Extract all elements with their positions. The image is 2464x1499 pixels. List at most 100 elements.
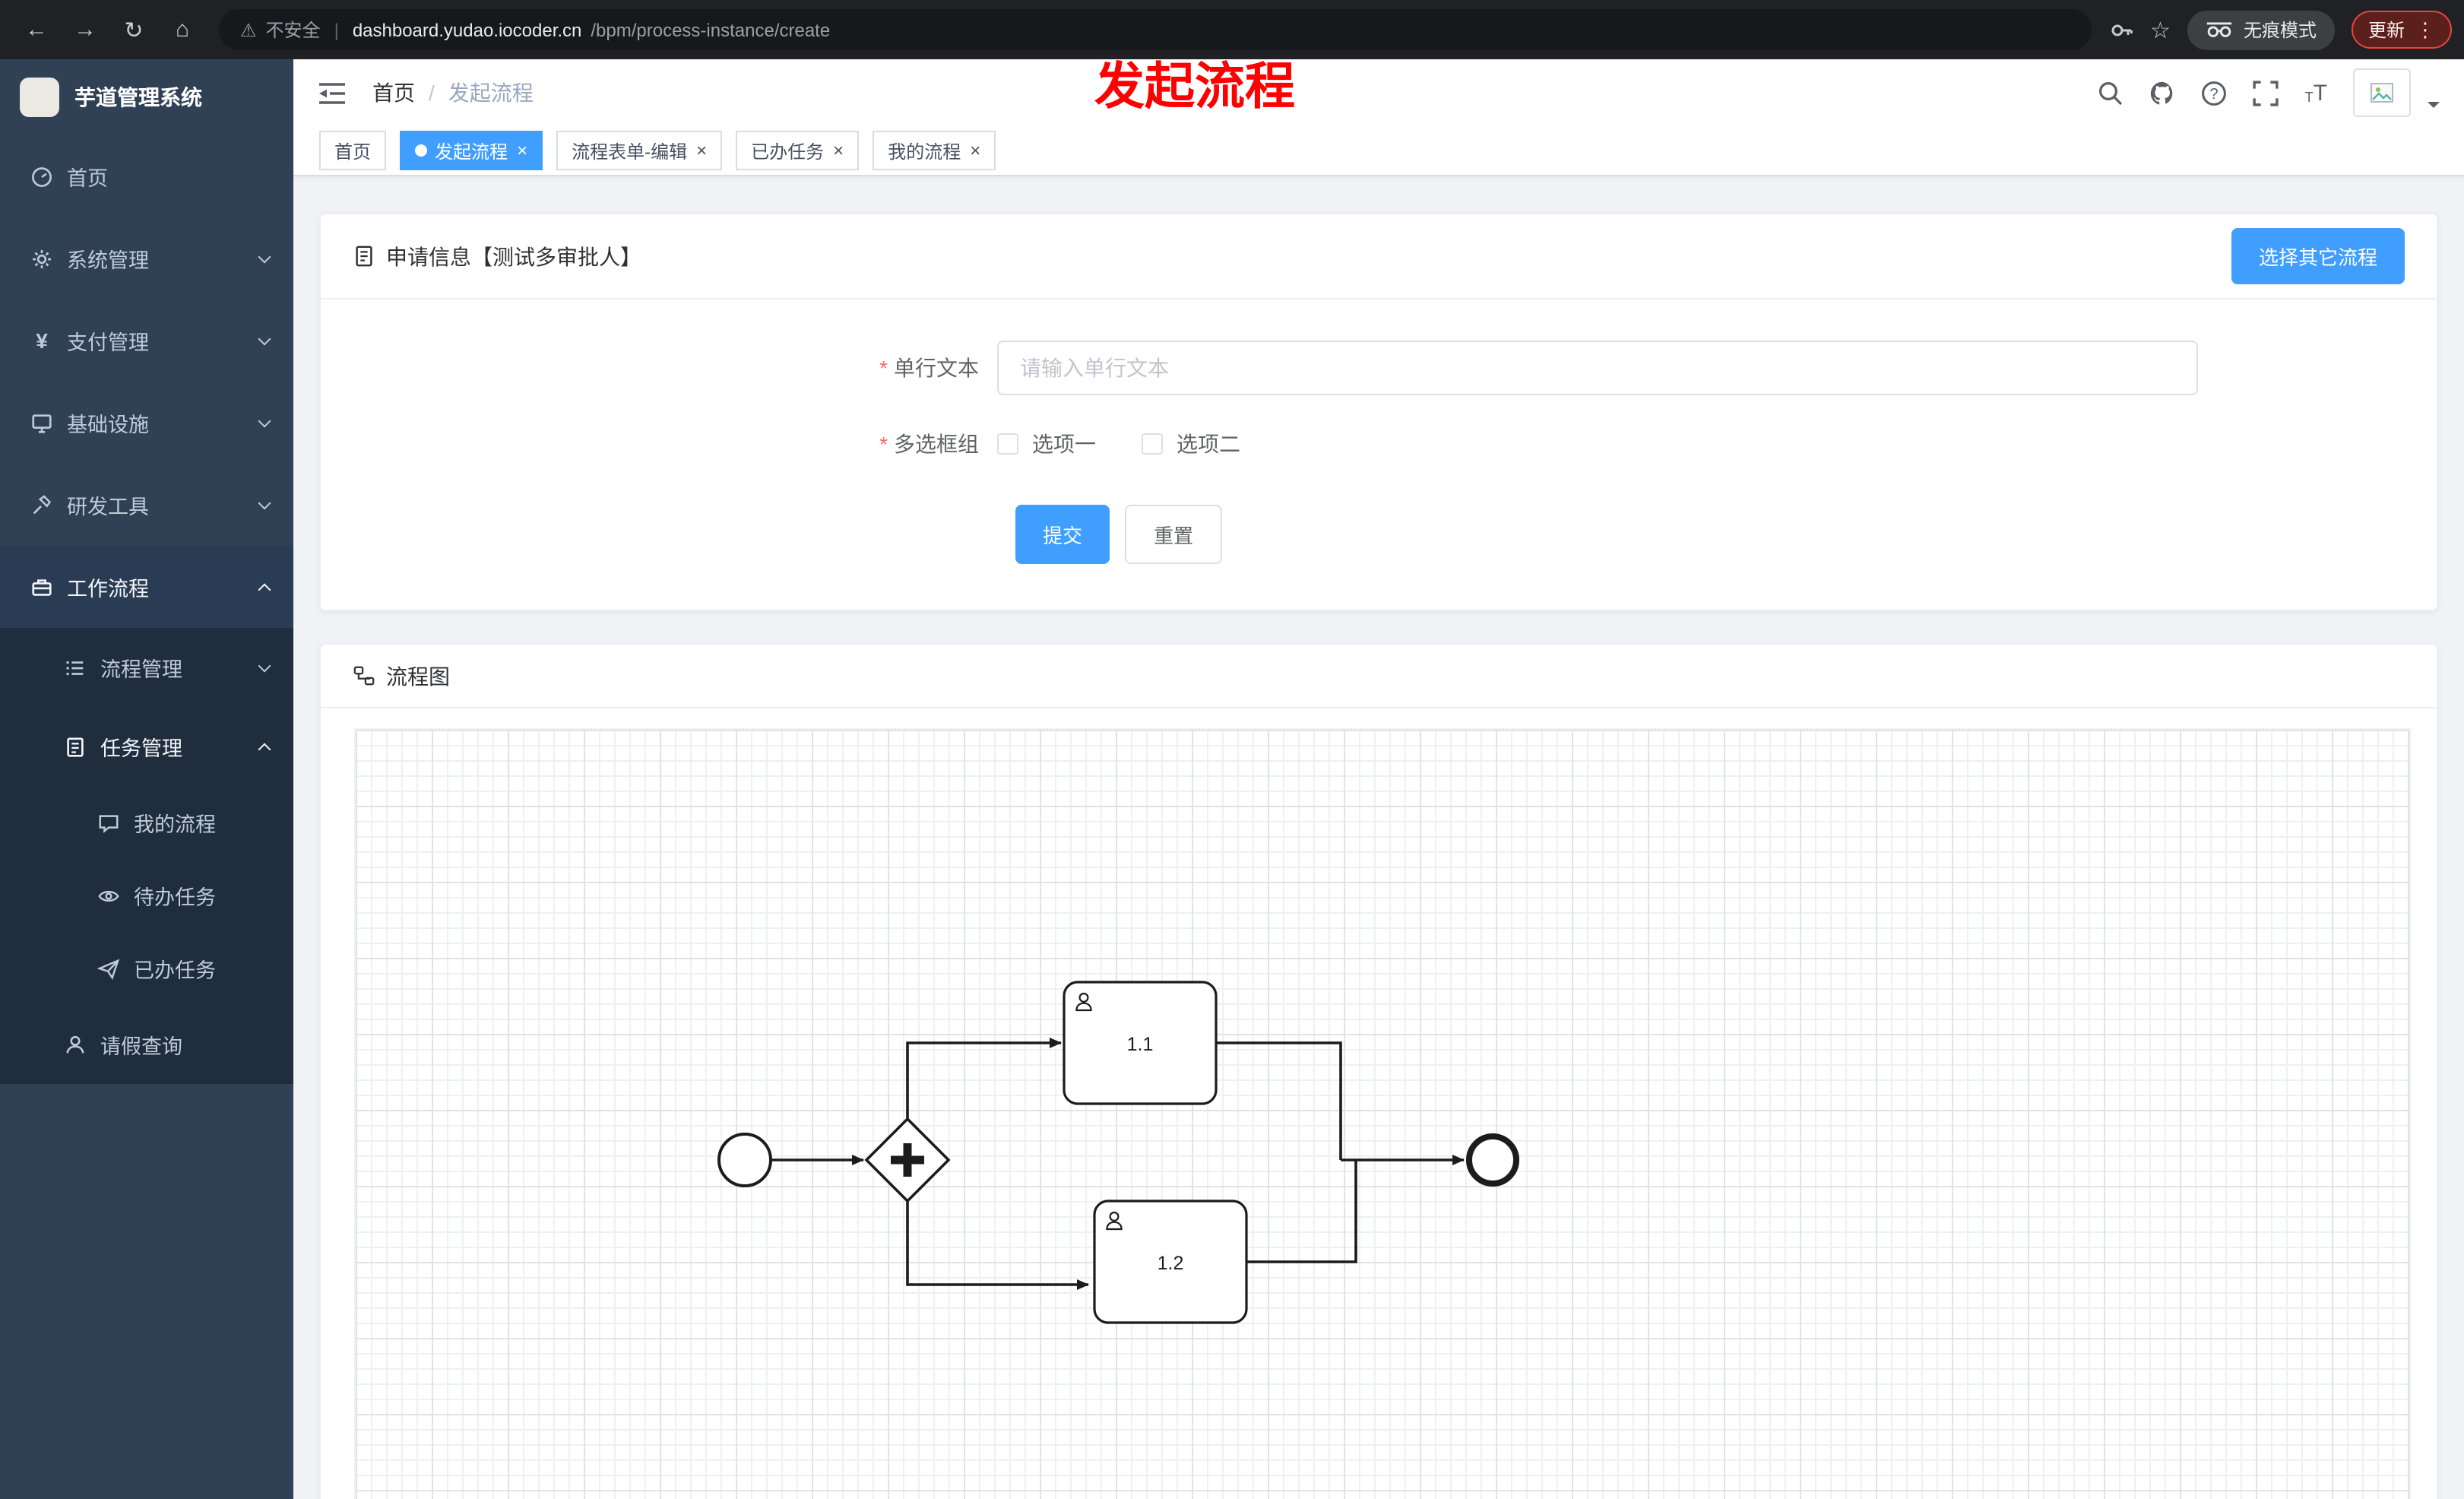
browser-toolbar: ← → ↻ ⌂ ⚠ 不安全 | dashboard.yudao.iocoder.… xyxy=(0,0,2464,59)
paper-plane-icon xyxy=(97,958,120,979)
app-title: 芋道管理系统 xyxy=(74,85,202,109)
monitor-icon xyxy=(32,414,52,433)
omnibox-divider: | xyxy=(334,19,339,40)
chevron-up-icon xyxy=(258,742,271,756)
checkbox-box-icon[interactable] xyxy=(997,433,1018,455)
sidebar-item-process-management[interactable]: 流程管理 xyxy=(0,628,293,707)
start-event xyxy=(717,1133,772,1187)
tags-view-bar: 首页 发起流程 × 流程表单-编辑 × 已办任务 × 我的流程 × xyxy=(293,126,2464,176)
checkbox-option-2[interactable]: 选项二 xyxy=(1142,429,1240,459)
flow-task-1-to-end xyxy=(1216,1041,1342,1160)
tab-close-icon[interactable]: × xyxy=(833,140,844,161)
tab-close-icon[interactable]: × xyxy=(517,140,528,161)
required-marker: * xyxy=(879,432,888,456)
browser-menu-kebab-icon[interactable]: ⋮ xyxy=(2415,18,2435,41)
sidebar-item-task-management[interactable]: 任务管理 xyxy=(0,707,293,786)
address-bar[interactable]: ⚠ 不安全 | dashboard.yudao.iocoder.cn/bpm/p… xyxy=(219,9,2092,50)
tab-done-tasks[interactable]: 已办任务 × xyxy=(736,131,860,170)
submit-button[interactable]: 提交 xyxy=(1015,505,1110,564)
breadcrumb-separator: / xyxy=(429,81,435,105)
browser-reload-icon[interactable]: ↻ xyxy=(124,17,144,43)
yen-icon: ¥ xyxy=(36,328,48,353)
sidebar-item-done-tasks[interactable]: 已办任务 xyxy=(0,932,293,1005)
flow-gateway-to-task-1 xyxy=(906,1038,1062,1119)
breadcrumb: 首页 / 发起流程 xyxy=(372,78,534,108)
breadcrumb-home[interactable]: 首页 xyxy=(372,81,415,105)
page-annotation-text: 发起流程 xyxy=(1094,58,1295,114)
github-icon[interactable] xyxy=(2150,80,2176,106)
tab-close-icon[interactable]: × xyxy=(696,140,708,161)
app-logo[interactable]: 芋道管理系统 xyxy=(0,59,293,135)
checkbox-group: 选项一 选项二 xyxy=(997,429,1240,459)
end-event xyxy=(1466,1133,1519,1187)
sidebar-item-home[interactable]: 首页 xyxy=(0,135,293,217)
broken-image-icon xyxy=(2371,83,2393,103)
avatar-dropdown-caret-icon[interactable] xyxy=(2428,102,2440,114)
browser-back-icon[interactable]: ← xyxy=(25,17,48,43)
checkbox-group-label: *多选框组 xyxy=(879,432,979,456)
document-icon xyxy=(356,246,372,267)
search-icon[interactable] xyxy=(2098,80,2124,106)
sidebar-item-my-process[interactable]: 我的流程 xyxy=(0,786,293,859)
checkbox-option-1[interactable]: 选项一 xyxy=(997,429,1096,459)
sidebar-item-leave-query[interactable]: 请假查询 xyxy=(0,1005,293,1084)
flow-chart-icon xyxy=(353,666,375,686)
task-label: 1.1 xyxy=(1127,1034,1154,1055)
chevron-up-icon xyxy=(258,582,271,596)
browser-home-icon[interactable]: ⌂ xyxy=(175,17,190,43)
not-secure-warning-icon: ⚠ xyxy=(240,19,257,40)
sidebar-item-infrastructure[interactable]: 基础设施 xyxy=(0,382,293,464)
single-line-text-label: *单行文本 xyxy=(879,356,979,380)
user-task-person-icon xyxy=(1075,992,1092,1012)
help-icon[interactable]: ? xyxy=(2202,80,2228,106)
flow-gateway-to-task-2 xyxy=(906,1201,1089,1290)
briefcase-icon xyxy=(32,578,52,595)
fullscreen-icon[interactable] xyxy=(2253,80,2279,106)
gateway-plus-icon xyxy=(891,1143,924,1177)
task-list-icon xyxy=(67,737,84,756)
workflow-submenu: 流程管理 任务管理 我的流程 待办任务 已办任务 请假 xyxy=(0,628,293,1084)
select-other-process-button[interactable]: 选择其它流程 xyxy=(2231,228,2405,284)
chevron-down-icon xyxy=(258,331,271,345)
chevron-down-icon xyxy=(258,658,271,672)
sidebar-collapse-icon[interactable] xyxy=(318,81,347,104)
browser-update-button[interactable]: 更新 ⋮ xyxy=(2351,11,2452,49)
tab-my-process[interactable]: 我的流程 × xyxy=(873,131,996,170)
tab-process-form-edit[interactable]: 流程表单-编辑 × xyxy=(556,131,723,170)
application-info-title: 申请信息【测试多审批人】 xyxy=(353,241,641,271)
bpmn-canvas[interactable]: 1.1 1.2 xyxy=(354,728,2411,1499)
gear-icon xyxy=(33,249,51,268)
incognito-glasses-icon xyxy=(2206,22,2232,37)
url-path: /bpm/process-instance/create xyxy=(591,19,831,40)
sidebar-item-todo-tasks[interactable]: 待办任务 xyxy=(0,859,293,932)
bookmark-star-icon[interactable]: ☆ xyxy=(2150,17,2171,43)
tab-home[interactable]: 首页 xyxy=(319,131,387,170)
chevron-down-icon xyxy=(258,496,271,509)
browser-forward-icon[interactable]: → xyxy=(74,17,97,43)
logo-avatar-image xyxy=(20,78,59,117)
incognito-badge: 无痕模式 xyxy=(2187,10,2335,49)
tab-create-process-active[interactable]: 发起流程 × xyxy=(400,131,543,170)
checkbox-box-icon[interactable] xyxy=(1142,433,1163,455)
sidebar-item-dev-tools[interactable]: 研发工具 xyxy=(0,464,293,546)
sidebar-item-system-management[interactable]: 系统管理 xyxy=(0,217,293,299)
security-label: 不安全 xyxy=(265,20,321,41)
dashboard-icon xyxy=(32,166,52,186)
process-start-form: *单行文本 *多选框组 选项一 选项二 xyxy=(321,299,2437,610)
user-task-1-2 xyxy=(1093,1200,1248,1324)
password-key-icon[interactable] xyxy=(2109,17,2133,42)
chevron-down-icon xyxy=(258,249,271,263)
flow-diagram-card: 流程图 xyxy=(319,643,2438,1499)
tab-close-icon[interactable]: × xyxy=(970,140,981,161)
reset-button[interactable]: 重置 xyxy=(1125,505,1223,564)
sidebar-item-payment-management[interactable]: ¥ 支付管理 xyxy=(0,299,293,382)
user-avatar[interactable] xyxy=(2353,68,2411,117)
single-line-text-input[interactable] xyxy=(997,341,2198,395)
user-task-person-icon xyxy=(1106,1211,1123,1231)
sidebar-item-workflow[interactable]: 工作流程 xyxy=(0,546,293,628)
person-icon xyxy=(66,1035,84,1053)
breadcrumb-current: 发起流程 xyxy=(448,81,534,105)
